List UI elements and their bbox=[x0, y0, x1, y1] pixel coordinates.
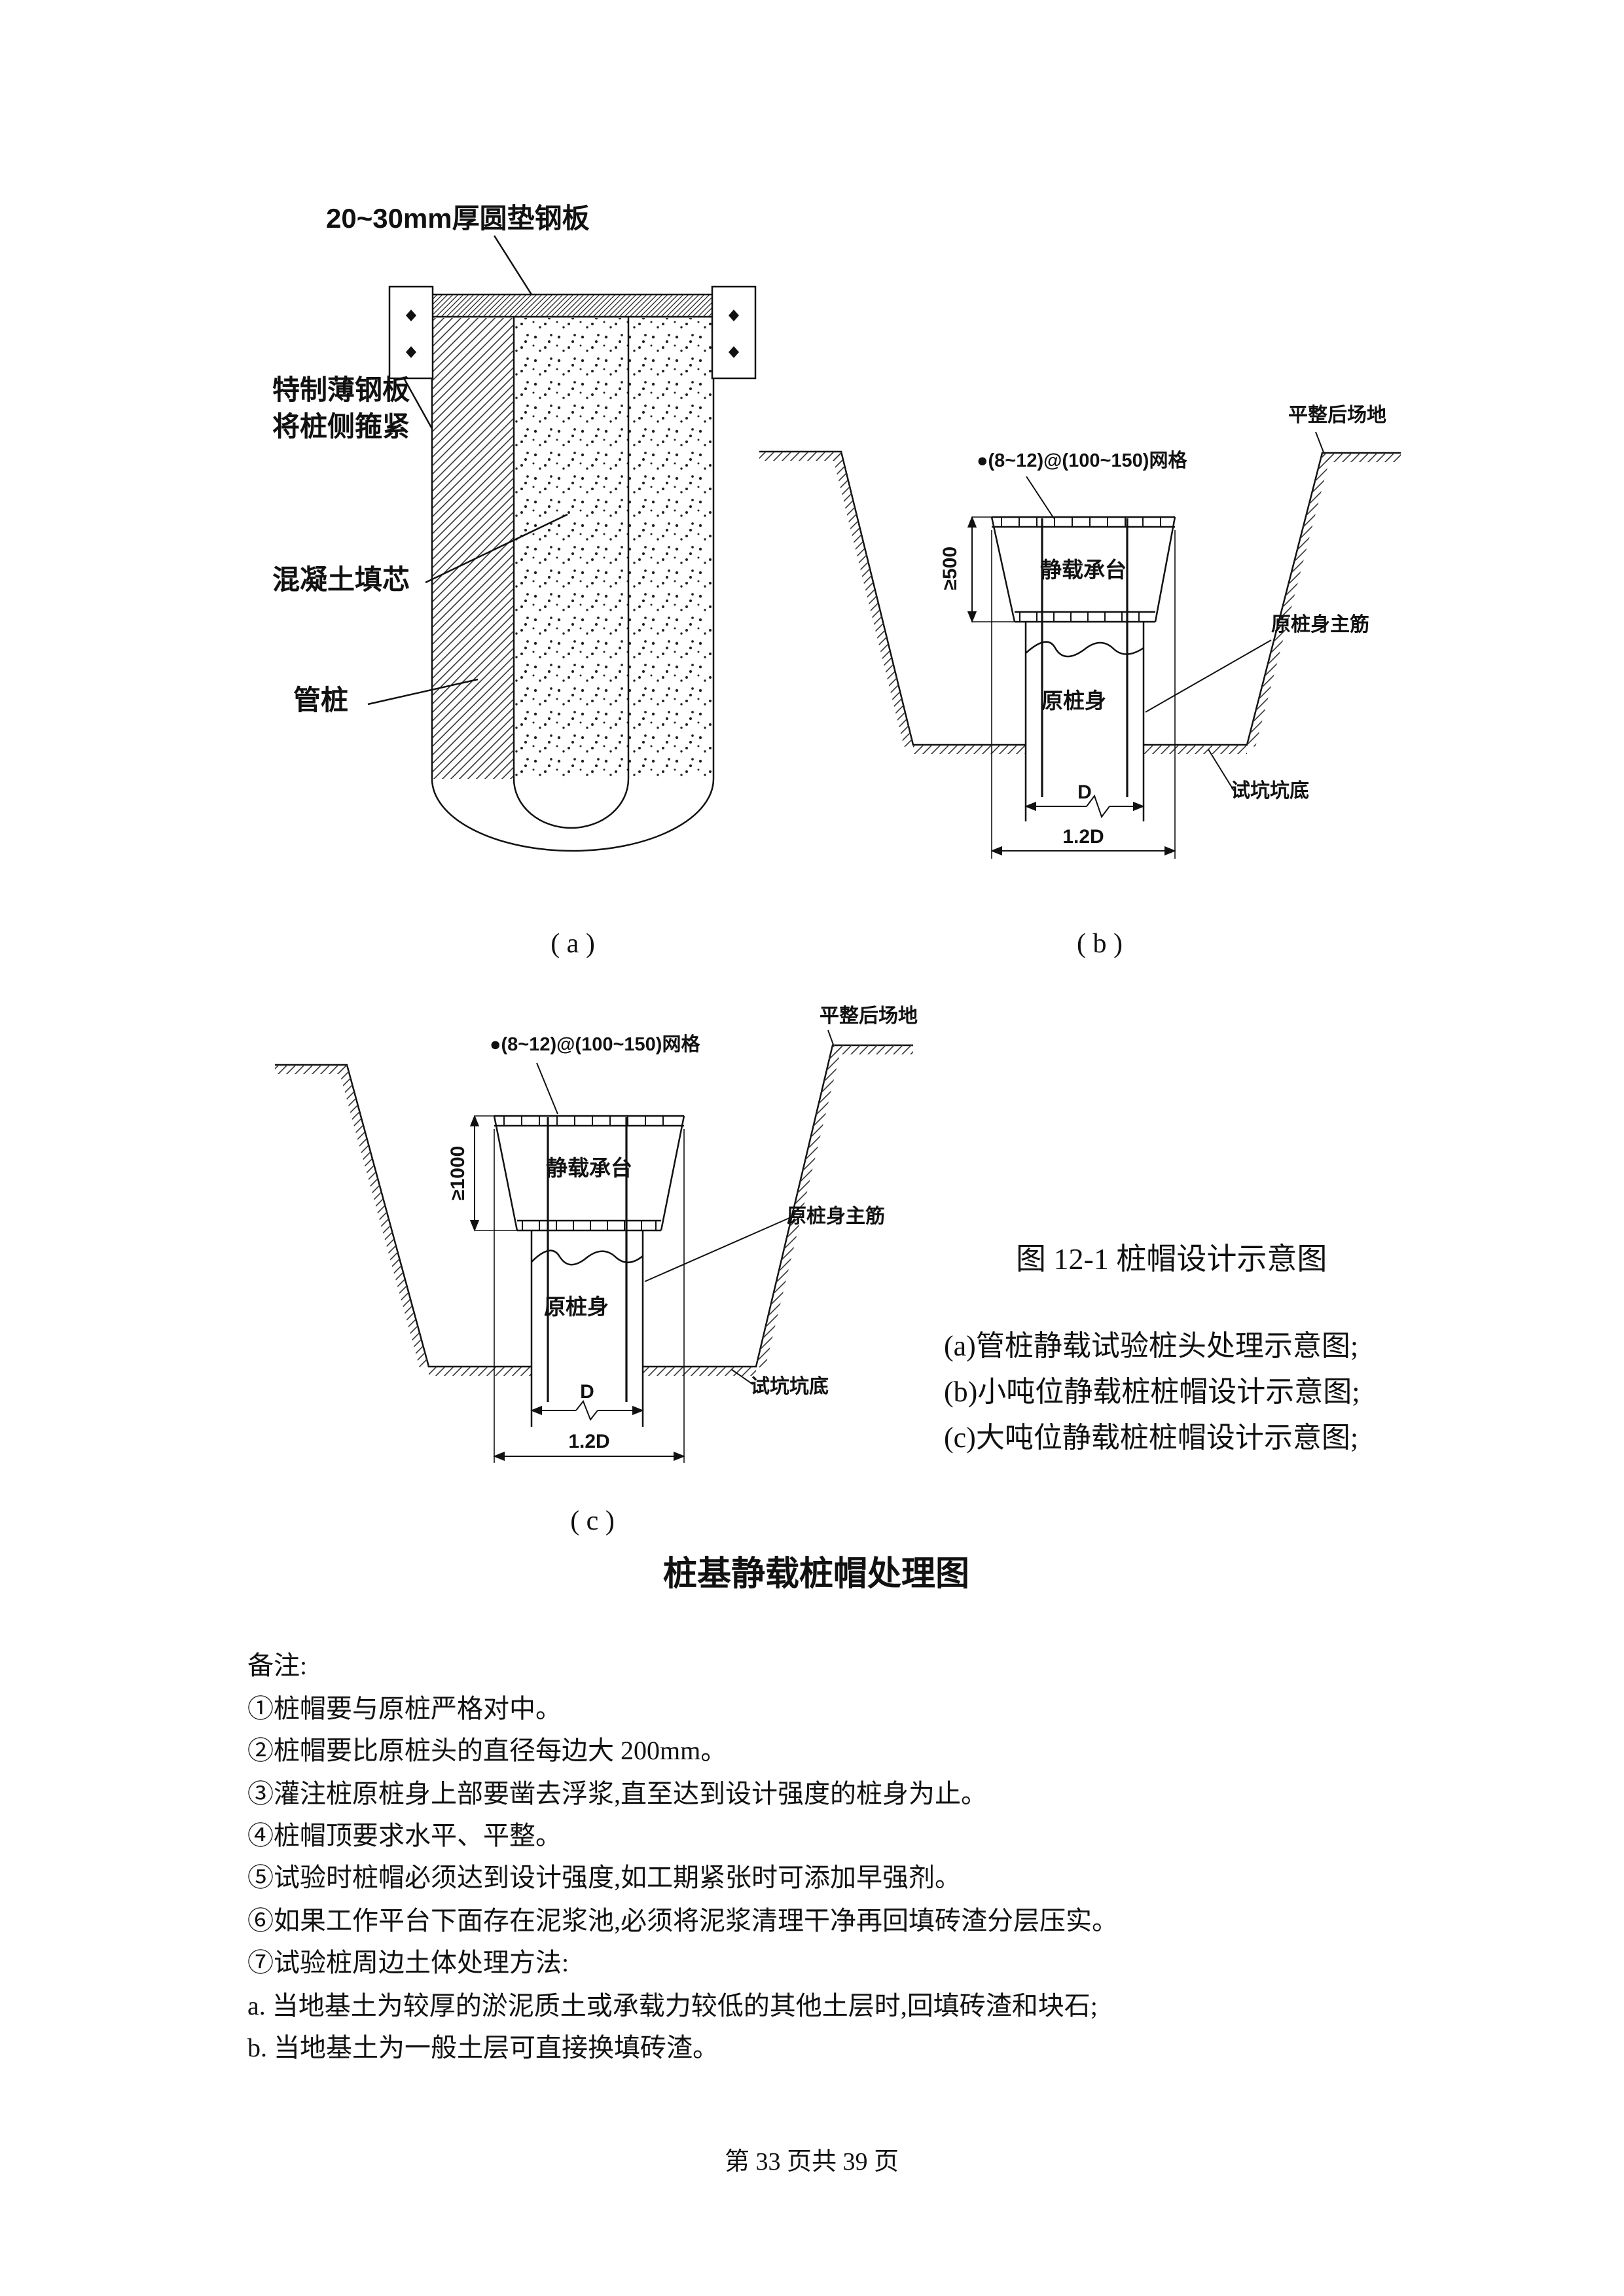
diagram-b-small-cap-drawing bbox=[759, 431, 1401, 859]
note-item-3: ③灌注桩原桩身上部要凿去浮浆,直至达到设计强度的桩身为止。 bbox=[247, 1779, 987, 1808]
pile-body-outline bbox=[1024, 622, 1145, 821]
label-pit-bottom-c: 试坑坑底 bbox=[750, 1376, 829, 1397]
label-pile-c: 原桩身 bbox=[544, 1295, 609, 1319]
label-pile-b: 原桩身 bbox=[1041, 689, 1106, 713]
leader-mesh bbox=[1026, 476, 1055, 519]
leader-pit-bottom bbox=[731, 1369, 753, 1385]
dim-12d-b: 1.2D bbox=[1062, 826, 1104, 848]
dim-d-c: D bbox=[580, 1381, 594, 1403]
leader-pipe-pile bbox=[367, 678, 478, 706]
cap-mesh-ticks bbox=[1001, 517, 1161, 622]
dim-height-b: ≥500 bbox=[939, 546, 961, 590]
leader-top-plate bbox=[493, 235, 533, 295]
leader-rebar bbox=[1145, 639, 1272, 713]
label-site-c: 平整后场地 bbox=[820, 1005, 918, 1027]
caption-c: ( c ) bbox=[570, 1506, 615, 1536]
load-cap-outline bbox=[493, 1115, 685, 1232]
ground-hatch bbox=[275, 1045, 913, 1376]
leader-mesh bbox=[536, 1062, 558, 1115]
label-concrete-fill: 混凝土填芯 bbox=[272, 564, 410, 595]
note-item-2: ②桩帽要比原桩头的直径每边大 200mm。 bbox=[247, 1736, 727, 1765]
figure-subcaption-b: (b)小吨位静载桩桩帽设计示意图; bbox=[944, 1376, 1360, 1408]
note-item-5: ⑤试验时桩帽必须达到设计强度,如工期紧张时可添加早强剂。 bbox=[247, 1863, 961, 1892]
pile-body-outline bbox=[530, 1230, 644, 1427]
label-side-plate-line1: 特制薄钢板 bbox=[272, 374, 410, 405]
dim-height-c: ≥1000 bbox=[446, 1145, 469, 1200]
caption-a: ( a ) bbox=[550, 929, 595, 959]
label-mesh-c: ●(8~12)@(100~150)网格 bbox=[490, 1034, 700, 1055]
label-cap-b: 静载承台 bbox=[1040, 558, 1127, 582]
note-item-4: ④桩帽顶要求水平、平整。 bbox=[247, 1821, 562, 1850]
label-rebar-c: 原桩身主筋 bbox=[787, 1206, 885, 1227]
leader-concrete-fill bbox=[425, 513, 568, 584]
cast-off-wavy-line bbox=[1025, 641, 1144, 658]
dim-12d-extensions bbox=[494, 1129, 685, 1463]
main-rebars bbox=[1041, 518, 1128, 797]
concrete-fill-stipple bbox=[514, 318, 713, 779]
cast-off-wavy-line bbox=[531, 1249, 643, 1266]
leader-pit-bottom bbox=[1208, 749, 1235, 791]
note-item-1: ①桩帽要与原桩严格对中。 bbox=[247, 1694, 562, 1723]
leader-site bbox=[827, 1030, 834, 1045]
round-pad-steel-plate bbox=[411, 293, 734, 318]
break-symbol bbox=[1086, 794, 1110, 819]
dim-d-line bbox=[1024, 794, 1145, 819]
diagram-a-pile-head-drawing bbox=[367, 235, 757, 852]
label-cap-c: 静载承台 bbox=[546, 1156, 632, 1180]
break-symbol bbox=[575, 1400, 598, 1421]
figure-subcaption-a: (a)管桩静载试验桩头处理示意图; bbox=[944, 1330, 1359, 1362]
dim-12d-c: 1.2D bbox=[568, 1431, 610, 1452]
pipe-pile-wall-hatch bbox=[433, 318, 513, 779]
label-mesh-b: ●(8~12)@(100~150)网格 bbox=[977, 450, 1187, 471]
pipe-pile-outline bbox=[431, 317, 715, 852]
figure-number-title: 图 12-1 桩帽设计示意图 bbox=[1016, 1242, 1327, 1276]
ground-hatch bbox=[759, 452, 1401, 754]
caption-b: ( b ) bbox=[1077, 929, 1123, 959]
label-pit-bottom-b: 试坑坑底 bbox=[1231, 780, 1309, 802]
main-rebars bbox=[547, 1117, 628, 1402]
cap-mesh-ticks bbox=[503, 1116, 664, 1230]
page-title: 桩基静载桩帽处理图 bbox=[662, 1556, 969, 1593]
clamp-bolts bbox=[406, 310, 739, 358]
load-cap-outline bbox=[990, 516, 1176, 623]
label-side-plate-line2: 将桩侧箍紧 bbox=[272, 411, 410, 442]
diagram-c-large-cap-drawing bbox=[275, 1030, 913, 1463]
dim-d-line bbox=[530, 1400, 644, 1421]
note-item-9: b. 当地基土为一般土层可直接换填砖渣。 bbox=[247, 2033, 719, 2062]
page-footer: 第 33 页共 39 页 bbox=[724, 2148, 899, 2176]
label-site-b: 平整后场地 bbox=[1288, 404, 1386, 426]
label-pipe-pile: 管桩 bbox=[293, 685, 349, 715]
dim-d-b: D bbox=[1077, 781, 1092, 803]
pile-tip-outer-arc bbox=[431, 778, 715, 852]
note-item-8: a. 当地基土为较厚的淤泥质土或承载力较低的其他土层时,回填砖渣和块石; bbox=[247, 1991, 1098, 2020]
leader-rebar bbox=[644, 1217, 791, 1282]
leader-site bbox=[1315, 431, 1324, 453]
figure-subcaption-c: (c)大吨位静载桩桩帽设计示意图; bbox=[944, 1422, 1359, 1454]
label-rebar-b: 原桩身主筋 bbox=[1271, 614, 1369, 636]
side-clamp-plates bbox=[388, 285, 757, 380]
leader-side-plate bbox=[402, 376, 433, 429]
note-item-6: ⑥如果工作平台下面存在泥浆池,必须将泥浆清理干净再回填砖渣分层压实。 bbox=[247, 1906, 1118, 1935]
label-top-steel-plate: 20~30mm厚圆垫钢板 bbox=[326, 203, 590, 234]
dim-12d-extensions bbox=[991, 530, 1176, 859]
note-item-7: ⑦试验桩周边土体处理方法: bbox=[247, 1948, 569, 1977]
notes-heading: 备注: bbox=[247, 1651, 308, 1680]
pile-tip-inner-arc bbox=[513, 778, 630, 829]
